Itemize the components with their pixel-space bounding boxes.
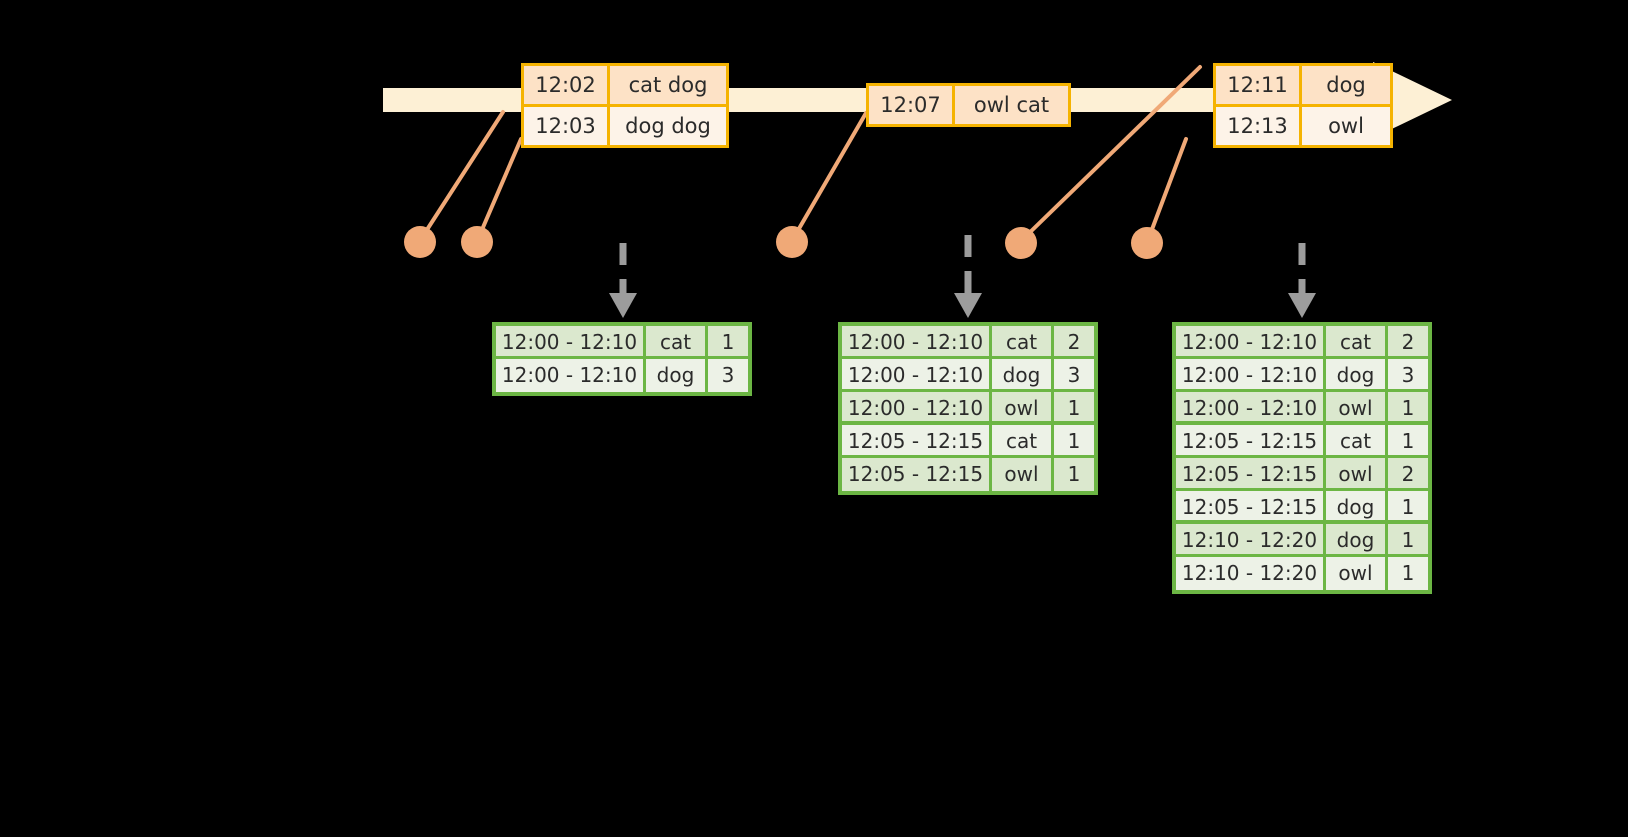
event-value: cat dog (610, 66, 726, 104)
result-window-cell: 12:00 - 12:10 (496, 359, 646, 392)
event-time: 12:13 (1216, 107, 1302, 145)
result-window-cell: 12:05 - 12:15 (842, 425, 992, 458)
result-count-cell: 2 (1054, 326, 1094, 359)
event-dot (1131, 227, 1163, 259)
result-key-cell: owl (992, 392, 1054, 425)
result-count-cell: 1 (1388, 491, 1428, 524)
result-key-cell: dog (1326, 491, 1388, 524)
result-window-cell: 12:10 - 12:20 (1176, 524, 1326, 557)
result-count-cell: 2 (1388, 458, 1428, 491)
result-count-cell: 1 (1054, 425, 1094, 458)
result-count-cell: 3 (1388, 359, 1428, 392)
result-count-cell: 1 (1388, 524, 1428, 557)
result-window-cell: 12:00 - 12:10 (1176, 359, 1326, 392)
result-count-cell: 1 (1388, 425, 1428, 458)
event-group-1[interactable]: 12:02 cat dog 12:03 dog dog (521, 63, 729, 148)
event-row[interactable]: 12:02 cat dog (524, 66, 726, 104)
result-key-cell: owl (992, 458, 1054, 491)
event-time: 12:03 (524, 107, 610, 145)
result-key-cell: cat (992, 326, 1054, 359)
result-key-cell: cat (1326, 425, 1388, 458)
event-time: 12:02 (524, 66, 610, 104)
result-window-cell: 12:00 - 12:10 (1176, 392, 1326, 425)
result-window-cell: 12:05 - 12:15 (842, 458, 992, 491)
event-value: owl cat (955, 86, 1068, 124)
emit-arrows (609, 235, 1316, 318)
result-key-cell: dog (646, 359, 708, 392)
event-dot (776, 226, 808, 258)
result-window-cell: 12:05 - 12:15 (1176, 491, 1326, 524)
result-count-cell: 1 (1388, 392, 1428, 425)
result-count-cell: 2 (1388, 326, 1428, 359)
result-window-cell: 12:10 - 12:20 (1176, 557, 1326, 590)
event-time: 12:07 (869, 86, 955, 124)
result-key-cell: owl (1326, 458, 1388, 491)
result-window-cell: 12:05 - 12:15 (1176, 458, 1326, 491)
event-row[interactable]: 12:13 owl (1216, 104, 1390, 145)
result-key-cell: cat (646, 326, 708, 359)
event-time: 12:11 (1216, 66, 1302, 104)
result-count-cell: 1 (1054, 458, 1094, 491)
event-dot (1005, 227, 1037, 259)
event-group-3[interactable]: 12:11 dog 12:13 owl (1213, 63, 1393, 148)
event-row[interactable]: 12:07 owl cat (869, 86, 1068, 124)
result-key-cell: owl (1326, 392, 1388, 425)
result-window-cell: 12:00 - 12:10 (842, 326, 992, 359)
result-key-cell: cat (1326, 326, 1388, 359)
result-count-cell: 3 (1054, 359, 1094, 392)
result-window-cell: 12:05 - 12:15 (1176, 425, 1326, 458)
result-window-cell: 12:00 - 12:10 (1176, 326, 1326, 359)
result-count-cell: 1 (1388, 557, 1428, 590)
result-count-cell: 1 (708, 326, 748, 359)
result-key-cell: dog (992, 359, 1054, 392)
result-window-cell: 12:00 - 12:10 (496, 326, 646, 359)
result-window-cell: 12:00 - 12:10 (842, 359, 992, 392)
result-window-cell: 12:00 - 12:10 (842, 392, 992, 425)
event-group-2[interactable]: 12:07 owl cat (866, 83, 1071, 127)
event-value: dog dog (610, 107, 726, 145)
result-key-cell: dog (1326, 359, 1388, 392)
event-value: owl (1302, 107, 1390, 145)
result-key-cell: cat (992, 425, 1054, 458)
event-dot (461, 226, 493, 258)
result-count-cell: 1 (1054, 392, 1094, 425)
event-value: dog (1302, 66, 1390, 104)
event-dot (404, 226, 436, 258)
result-key-cell: dog (1326, 524, 1388, 557)
event-dots (404, 226, 1163, 259)
event-row[interactable]: 12:11 dog (1216, 66, 1390, 104)
result-count-cell: 3 (708, 359, 748, 392)
result-key-cell: owl (1326, 557, 1388, 590)
event-row[interactable]: 12:03 dog dog (524, 104, 726, 145)
